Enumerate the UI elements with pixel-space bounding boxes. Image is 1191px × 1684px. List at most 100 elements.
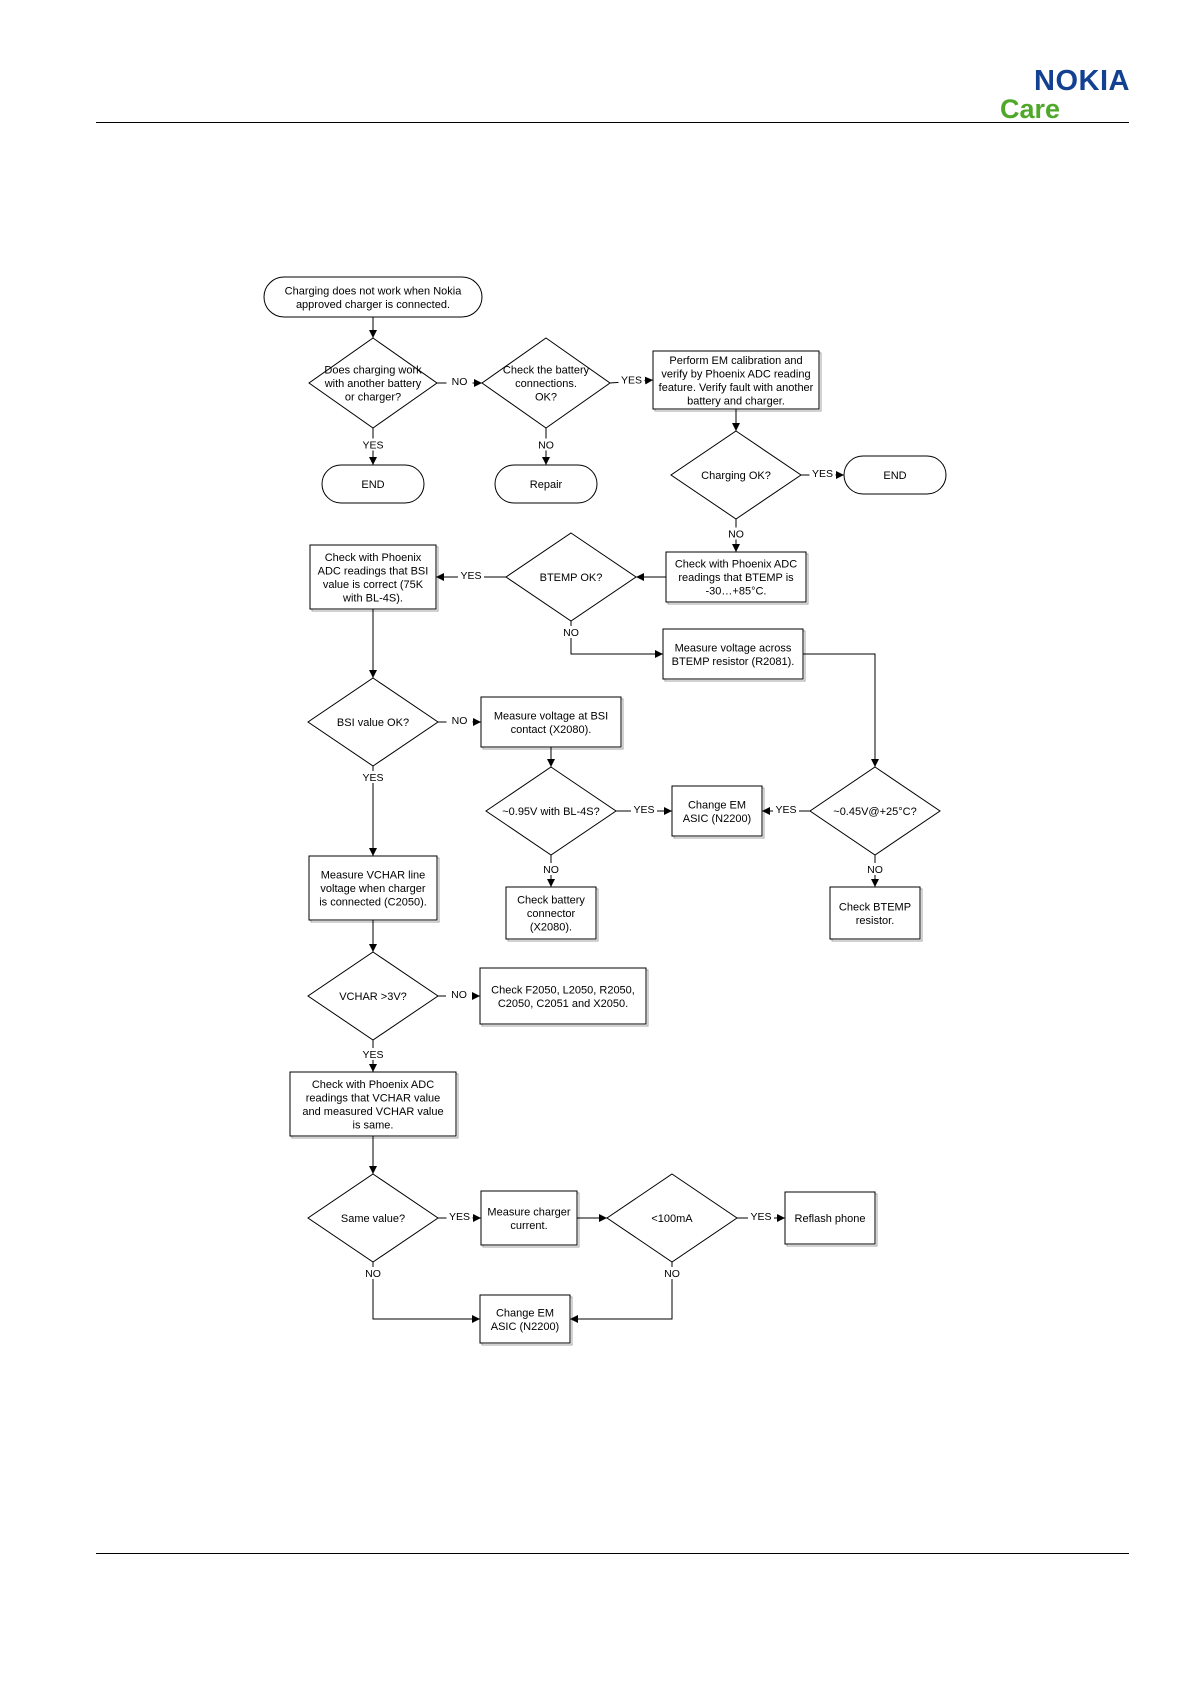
edge-label-bg	[538, 863, 564, 875]
flow-node-check-f2050: Check F2050, L2050, R2050, C2050, C2051 a…	[479, 967, 649, 1027]
edge-label-yes: YES	[750, 1211, 771, 1223]
flow-node-text: with BL-4S).	[342, 592, 403, 604]
edge-label-bg	[862, 863, 888, 875]
edge-label-bg	[360, 1267, 386, 1279]
flow-node-text: <100mA	[651, 1213, 693, 1225]
flow-node-start: Charging does not work when Nokia approve…	[263, 276, 483, 318]
flow-connector	[803, 653, 879, 767]
edge-label-yes: YES	[362, 772, 383, 784]
edge-label-yes: YES	[633, 804, 654, 816]
flow-node-text: ~0.95V with BL-4S?	[502, 806, 600, 818]
edge-label-bg	[458, 569, 484, 581]
flow-node-text: END	[883, 470, 906, 482]
flow-node-text: connections.	[515, 378, 577, 390]
flow-node-check-btemp-res: Check BTEMP resistor.	[829, 886, 923, 942]
flow-node-text: ADC readings that BSI	[318, 565, 429, 577]
flow-node-text: Change EM	[496, 1307, 554, 1319]
flow-node-end1: END	[321, 464, 425, 504]
edge-label-bg	[659, 1267, 685, 1279]
flow-node-text: approved charger is connected.	[296, 299, 450, 311]
edge-label-yes: YES	[362, 440, 383, 452]
flow-node-text: OK?	[535, 392, 557, 404]
flow-node-text: current.	[510, 1220, 547, 1232]
flow-node-text: with another battery	[324, 378, 422, 390]
flow-node-text: Check BTEMP	[839, 901, 911, 913]
flow-connector	[372, 1262, 480, 1323]
flow-node-text: Measure voltage at BSI	[494, 710, 608, 722]
edge-label-no: NO	[563, 627, 579, 639]
flow-node-text: verify by Phoenix ADC reading	[661, 368, 810, 380]
edge-label-bg	[748, 1210, 774, 1222]
flow-node-text: BTEMP resistor (R2081).	[672, 656, 795, 668]
nokia-wordmark: NOKIA	[1034, 65, 1130, 97]
flow-node-d-vchar: VCHAR >3V?	[307, 951, 439, 1041]
edge-label-bg	[360, 771, 386, 783]
edge-label-no: NO	[451, 989, 467, 1001]
flow-node-text: or charger?	[345, 392, 401, 404]
edge-label-no: NO	[452, 376, 468, 388]
flow-node-text: Charging OK?	[701, 470, 771, 482]
flow-node-text: Check with Phoenix	[325, 552, 422, 564]
flow-node-text: resistor.	[856, 915, 895, 927]
flow-node-text: -30…+85°C.	[706, 586, 767, 598]
footer-rule	[96, 1553, 1129, 1554]
flow-node-d-bsi: BSI value OK?	[307, 677, 439, 767]
edge-label-bg	[446, 1210, 473, 1222]
flow-node-text: Charging does not work when Nokia	[285, 285, 463, 297]
edge-label-bg	[631, 803, 657, 815]
flow-node-text: VCHAR >3V?	[339, 991, 407, 1003]
edge-label-yes: YES	[775, 804, 796, 816]
flow-connector	[570, 621, 663, 658]
flow-node-text: voltage when charger	[320, 883, 426, 895]
flow-node-text: Change EM	[688, 799, 746, 811]
flow-node-text: is same.	[353, 1119, 394, 1131]
flow-node-text: Reflash phone	[795, 1213, 866, 1225]
flow-node-text: C2050, C2051 and X2050.	[498, 998, 628, 1010]
flow-node-text: END	[361, 479, 384, 491]
flow-node-text: Same value?	[341, 1213, 405, 1225]
flow-node-end2: END	[843, 455, 947, 495]
flow-node-text: Check the battery	[503, 365, 590, 377]
edge-label-bg	[360, 1048, 386, 1060]
edge-label-yes: YES	[621, 375, 642, 387]
flow-node-d-btemp: BTEMP OK?	[505, 532, 637, 622]
edge-label-no: NO	[538, 440, 554, 452]
flow-node-text: Does charging work	[324, 365, 422, 377]
care-wordmark: Care	[1000, 94, 1061, 124]
edge-label-bg	[809, 467, 836, 479]
edge-label-no: NO	[867, 864, 883, 876]
edge-label-yes: YES	[812, 468, 833, 480]
edge-label-yes: YES	[362, 1049, 383, 1061]
flow-node-text: ~0.45V@+25°C?	[833, 806, 916, 818]
edge-label-no: NO	[452, 715, 468, 727]
flow-connector	[570, 1262, 673, 1323]
flow-node-d-045: ~0.45V@+25°C?	[809, 766, 941, 856]
flow-node-text: Repair	[530, 479, 563, 491]
flow-node-measure-current: Measure charger current.	[480, 1190, 580, 1248]
flow-node-text: and measured VCHAR value	[302, 1106, 443, 1118]
flow-node-text: readings that BTEMP is	[678, 572, 794, 584]
edge-label-bg	[723, 527, 749, 540]
flow-node-text: is connected (C2050).	[319, 897, 427, 909]
edge-label-bg	[533, 438, 559, 451]
edge-label-no: NO	[664, 1268, 680, 1280]
flow-node-d-charging-ok: Charging OK?	[670, 430, 802, 520]
flow-node-text: Check F2050, L2050, R2050,	[491, 984, 635, 996]
flow-node-text: Measure VCHAR line	[321, 870, 426, 882]
flow-node-text: Measure charger	[487, 1206, 570, 1218]
flow-node-text: BTEMP OK?	[540, 572, 603, 584]
flow-node-text: readings that VCHAR value	[306, 1092, 441, 1104]
flow-node-text: value is correct (75K	[323, 579, 424, 591]
flow-node-text: Check battery	[517, 895, 585, 907]
edge-label-bg	[558, 626, 584, 638]
